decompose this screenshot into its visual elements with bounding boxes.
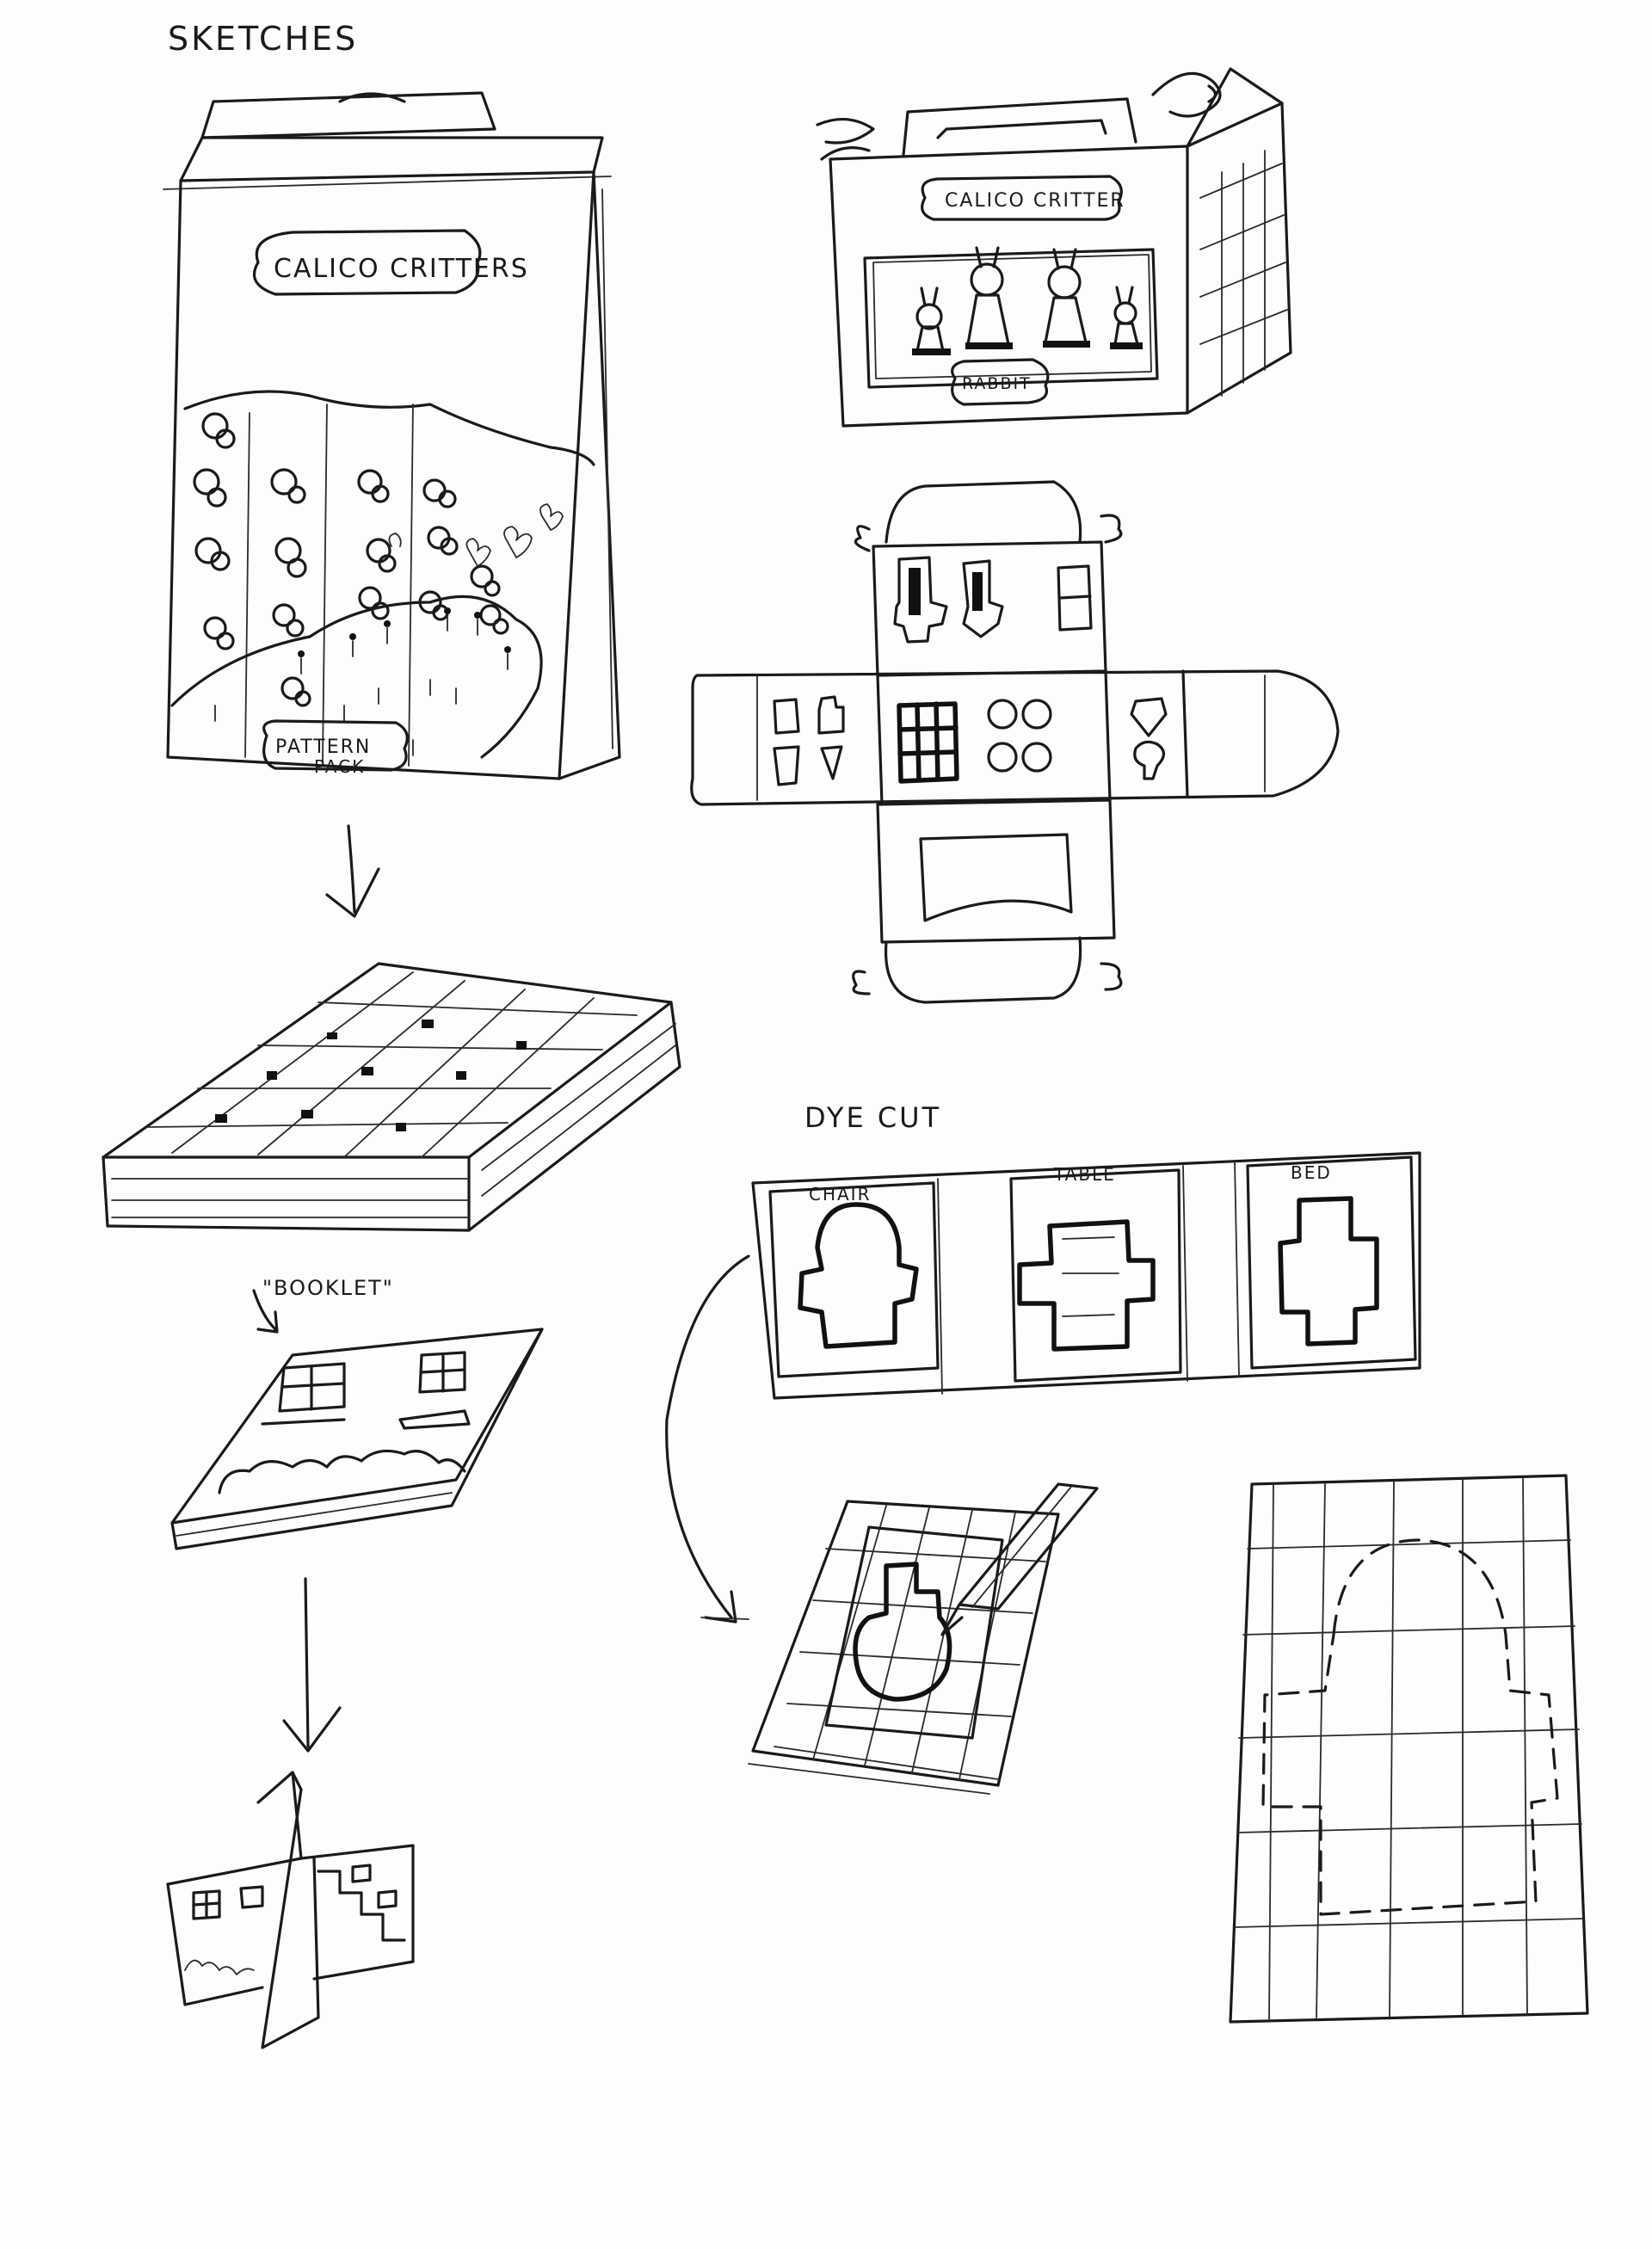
gable-box-bottom-label: RABBIT bbox=[962, 374, 1032, 393]
arrow-curve bbox=[665, 1254, 750, 1624]
die-cut-panel-label-table: TABLE bbox=[1053, 1164, 1116, 1185]
tall-package-tag-line1: PATTERN bbox=[275, 736, 371, 758]
die-cut-panel-chair: CHAIR bbox=[768, 1181, 940, 1378]
gable-box-sketch: CALICO CRITTER RABBIT bbox=[816, 67, 1292, 428]
arrow-down-2 bbox=[282, 1577, 342, 1753]
gable-box-brand-label: CALICO CRITTER bbox=[945, 190, 1125, 212]
tall-package-brand-label: CALICO CRITTERS bbox=[274, 254, 529, 284]
booklet-label: "BOOKLET" bbox=[262, 1276, 394, 1300]
box-net-sketch bbox=[690, 480, 1340, 1004]
grid-panel-sketch bbox=[1229, 1474, 1589, 2024]
die-cut-sketch: CHAIR TABLE BED bbox=[751, 1151, 1421, 1400]
arrow-down-1 bbox=[325, 824, 380, 918]
cutting-mat-sketch bbox=[748, 1482, 1099, 1795]
open-booklet-sketch bbox=[166, 1771, 415, 2049]
page-title: SKETCHES bbox=[168, 20, 358, 58]
tall-package-sketch: CALICO CRITTERS bbox=[163, 91, 621, 780]
die-cut-heading: DYE CUT bbox=[804, 1101, 941, 1134]
booklet-sketch bbox=[170, 1289, 544, 1550]
die-cut-panel-bed: BED bbox=[1246, 1155, 1417, 1370]
flat-pattern-box-sketch bbox=[102, 962, 681, 1232]
die-cut-panel-label-chair: CHAIR bbox=[809, 1184, 871, 1205]
die-cut-panel-label-bed: BED bbox=[1291, 1162, 1332, 1183]
tall-package-tag-line2: PACK bbox=[314, 756, 365, 777]
die-cut-panel-table: TABLE bbox=[1009, 1164, 1182, 1383]
